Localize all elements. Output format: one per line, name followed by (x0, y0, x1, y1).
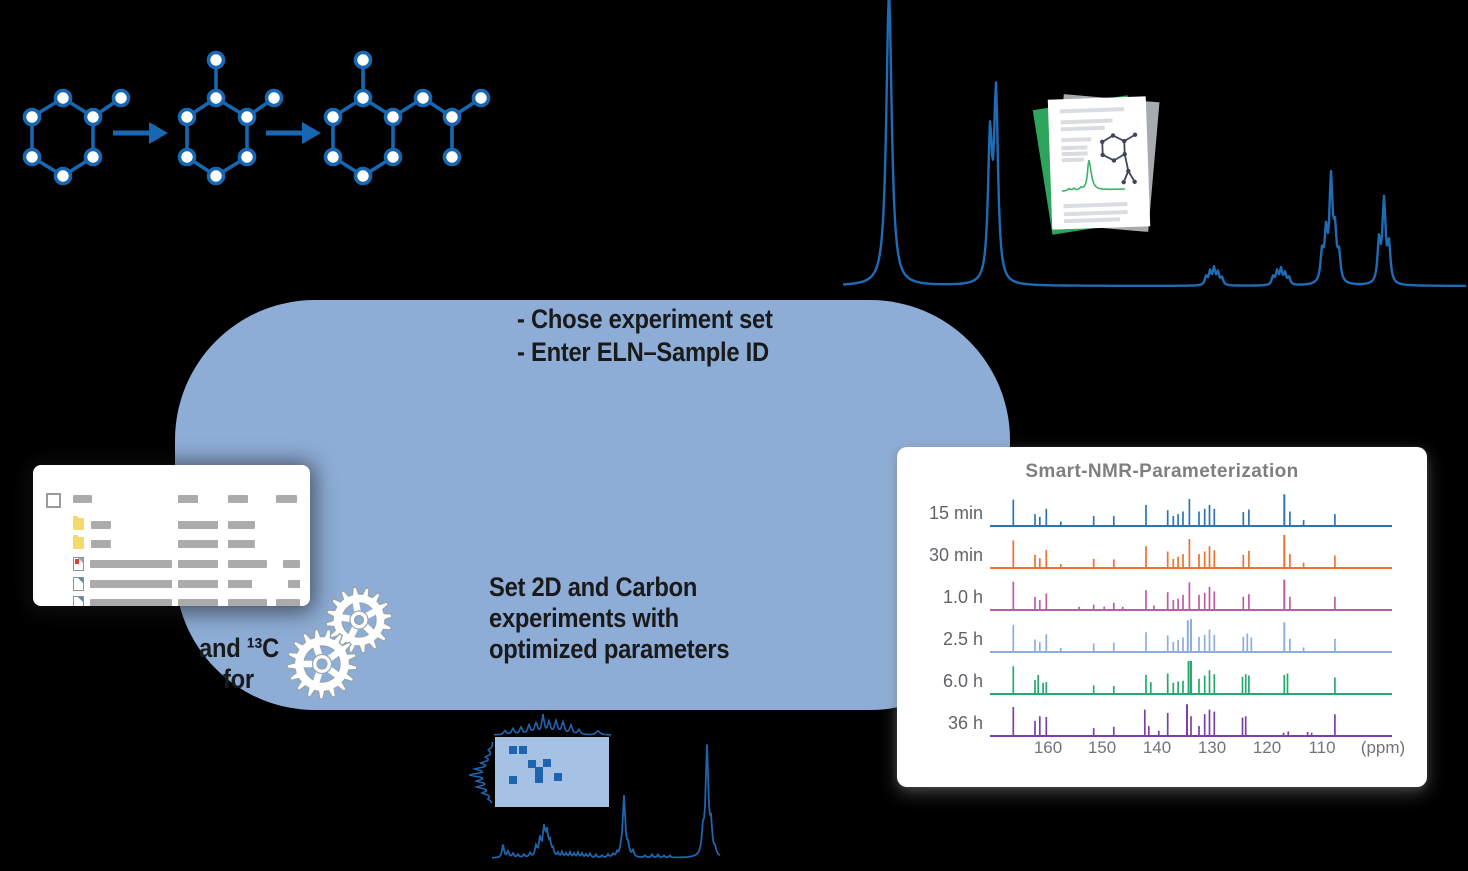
center-text-line-1: Set 2D and Carbon (489, 572, 698, 602)
placeholder-bar (178, 599, 218, 606)
file-red-icon (73, 557, 84, 571)
placeholder-bar (178, 580, 218, 588)
time-label-6-0-h: 6.0 h (942, 671, 983, 691)
placeholder-bar (228, 495, 248, 503)
blob-bullet-list: - Chose experiment set - Enter ELN–Sampl… (517, 303, 773, 369)
placeholder-bar (276, 599, 300, 606)
ppm-unit-label: (ppm) (1360, 738, 1406, 757)
time-label-2-5-h: 2.5 h (942, 629, 983, 649)
experiment-table-card (33, 465, 310, 606)
ppm-tick-120: 120 (1252, 738, 1282, 757)
ppm-tick-110: 110 (1308, 738, 1336, 757)
blob-center-text: Set 2D and Carbon experiments with optim… (489, 572, 730, 665)
clipped-text-and-13c: and ¹³C (199, 633, 279, 663)
placeholder-bar (288, 580, 300, 588)
time-label-36-h: 36 h (947, 713, 983, 733)
panel-title: Smart-NMR-Parameterization (1025, 461, 1299, 482)
checkbox-icon[interactable] (46, 493, 61, 508)
placeholder-bar (90, 560, 172, 568)
placeholder-bar (276, 495, 297, 503)
time-label-1-0-h: 1.0 h (942, 587, 983, 607)
folder-icon (73, 516, 84, 530)
smart-nmr-panel: Smart-NMR-Parameterization 15 min 30 min 1… (897, 447, 1427, 787)
folder-icon (73, 535, 84, 549)
placeholder-bar (91, 521, 111, 529)
placeholder-bar (178, 495, 198, 503)
placeholder-bar (91, 540, 111, 548)
placeholder-bar (178, 560, 218, 568)
placeholder-bar (178, 540, 218, 548)
placeholder-bar (178, 521, 218, 529)
ppm-tick-150: 150 (1087, 738, 1117, 757)
placeholder-bar (90, 599, 172, 606)
ppm-tick-140: 140 (1142, 738, 1172, 757)
ppm-tick-160: 160 (1033, 738, 1063, 757)
bullet-chose-experiment-set: - Chose experiment set (517, 304, 773, 334)
center-text-line-3: optimized parameters (489, 634, 730, 664)
clipped-text-for: for (223, 664, 254, 694)
placeholder-bar (283, 560, 300, 568)
file-icon (73, 596, 84, 606)
placeholder-bar (228, 540, 255, 548)
placeholder-bar (228, 521, 255, 529)
placeholder-bar (228, 560, 267, 568)
time-label-30-min: 30 min (928, 545, 983, 565)
file-icon (73, 577, 84, 591)
placeholder-bar (228, 599, 267, 606)
time-label-15-min: 15 min (928, 503, 983, 523)
bullet-enter-eln-sample-id: - Enter ELN–Sample ID (517, 337, 769, 367)
placeholder-bar (228, 580, 252, 588)
placeholder-bar (90, 580, 172, 588)
center-text-line-2: experiments with (489, 603, 679, 633)
ppm-tick-130: 130 (1197, 738, 1227, 757)
placeholder-bar (73, 495, 92, 503)
